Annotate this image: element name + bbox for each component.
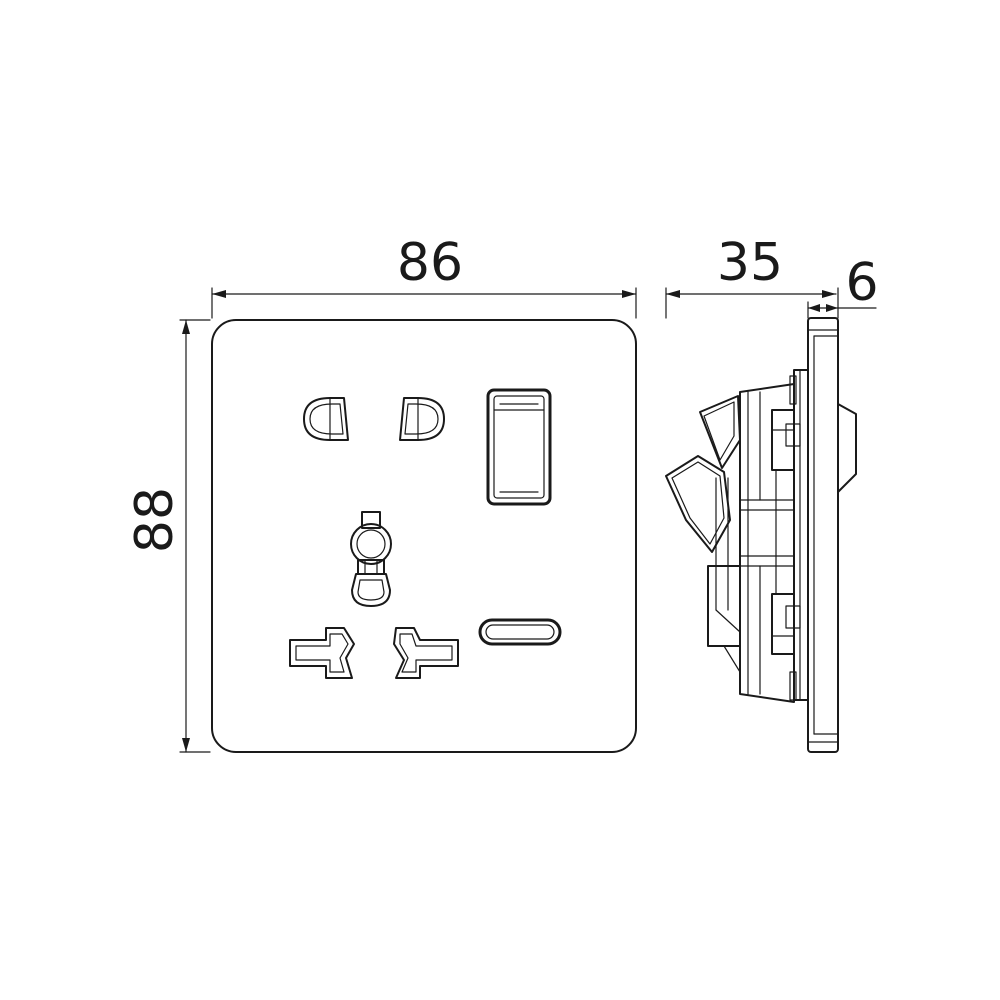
- pin-aperture-top-right: [399, 397, 445, 441]
- pin-aperture-bottom-left: [289, 627, 355, 679]
- width-label: 86: [397, 233, 463, 293]
- neon-indicator: [478, 618, 562, 646]
- rocker-switch: [486, 388, 552, 506]
- width-dimension: 86: [211, 233, 637, 319]
- switch-mechanism: [665, 395, 741, 673]
- pin-aperture-bottom-right: [393, 627, 459, 679]
- thickness-dimension: 6: [807, 253, 879, 319]
- faceplate: [211, 319, 637, 753]
- side-view: 35 6: [665, 233, 879, 753]
- height-dimension: 88: [125, 319, 211, 753]
- height-label: 88: [125, 487, 185, 553]
- mounting-frame: [789, 369, 809, 701]
- depth-dimension: 35: [665, 233, 837, 319]
- terminal-clamps: [771, 409, 801, 655]
- pin-aperture-top-left: [303, 397, 349, 441]
- depth-label: 35: [717, 233, 783, 293]
- faceplate-profile: [807, 317, 839, 753]
- earth-aperture: [350, 511, 392, 607]
- rocker-protrusion: [837, 403, 857, 493]
- front-view: 86 88: [125, 233, 637, 753]
- thickness-label: 6: [845, 253, 878, 313]
